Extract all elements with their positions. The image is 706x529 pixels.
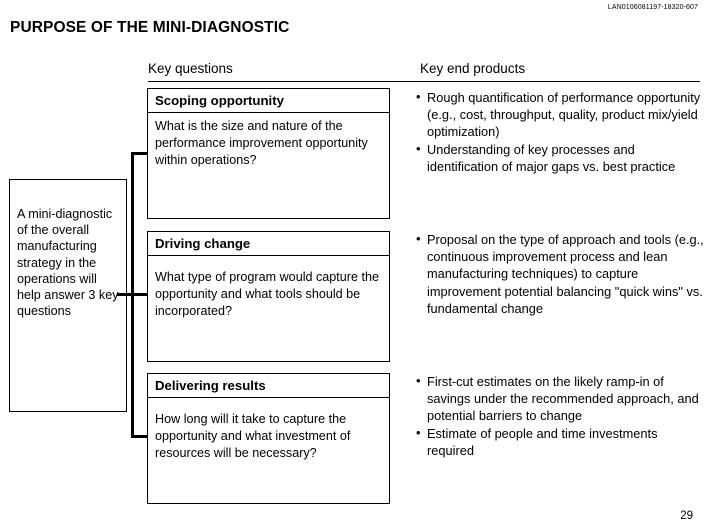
bullet-item: • Understanding of key processes and ide…	[416, 141, 704, 175]
bullet-item: • Proposal on the type of approach and t…	[416, 231, 704, 317]
question-box-delivering-results: Delivering results How long will it take…	[147, 373, 390, 504]
bullet-text: Rough quantification of performance oppo…	[427, 90, 701, 140]
question-box-body: What is the size and nature of the perfo…	[155, 119, 368, 167]
column-header-key-questions: Key questions	[148, 61, 233, 76]
end-products-group-scoping: • Rough quantification of performance op…	[416, 89, 704, 175]
question-box-title: Delivering results	[148, 374, 389, 398]
bullet-icon: •	[416, 140, 421, 156]
column-header-key-end-products: Key end products	[420, 61, 526, 76]
end-products-group-driving: • Proposal on the type of approach and t…	[416, 231, 704, 317]
bracket-arm-bottom	[131, 435, 148, 438]
bullet-item: • First-cut estimates on the likely ramp…	[416, 373, 704, 425]
page-title: PURPOSE OF THE MINI-DIAGNOSTIC	[10, 19, 290, 36]
document-code: LAN0106081197-18320-607	[607, 4, 698, 11]
summary-box: A mini-diagnostic of the overall manufac…	[9, 179, 127, 412]
question-box-body: What type of program would capture the o…	[155, 270, 380, 318]
end-products-group-delivering: • First-cut estimates on the likely ramp…	[416, 373, 704, 459]
question-box-body: How long will it take to capture the opp…	[155, 412, 351, 460]
question-box-title: Driving change	[148, 232, 389, 256]
bullet-text: First-cut estimates on the likely ramp-i…	[427, 374, 699, 424]
bullet-icon: •	[416, 231, 421, 246]
connector-stub	[117, 293, 133, 296]
summary-box-text: A mini-diagnostic of the overall manufac…	[17, 207, 119, 319]
bullet-text: Estimate of people and time investments …	[427, 425, 658, 458]
header-divider	[148, 81, 700, 82]
bullet-icon: •	[416, 89, 421, 104]
bullet-text: Proposal on the type of approach and too…	[427, 232, 704, 316]
question-box-scoping-opportunity: Scoping opportunity What is the size and…	[147, 88, 390, 219]
bullet-icon: •	[416, 424, 421, 440]
bullet-text: Understanding of key processes and ident…	[427, 141, 676, 174]
bullet-item: • Estimate of people and time investment…	[416, 425, 704, 459]
question-box-driving-change: Driving change What type of program woul…	[147, 231, 390, 362]
page-number: 29	[680, 510, 693, 522]
bullet-icon: •	[416, 373, 421, 388]
bracket-arm-middle	[131, 293, 148, 296]
bracket-arm-top	[131, 152, 148, 155]
bullet-item: • Rough quantification of performance op…	[416, 89, 704, 141]
question-box-title: Scoping opportunity	[148, 89, 389, 113]
